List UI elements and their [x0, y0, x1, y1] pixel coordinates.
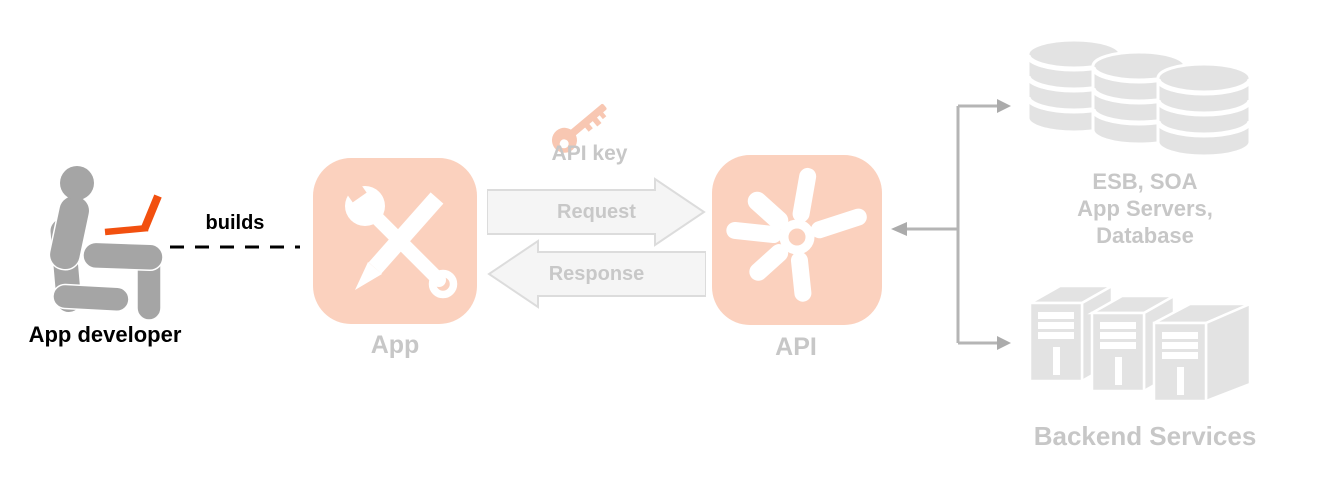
backend-services-label: Backend Services [1033, 421, 1257, 451]
app-developer-label: App developer [28, 322, 182, 347]
app-label: App [370, 331, 420, 359]
backend-connector-arrows [891, 99, 1011, 350]
person-with-laptop-icon [48, 166, 164, 321]
esb-line-2: App Servers, [1077, 196, 1213, 221]
esb-soa-label: ESB, SOA App Servers, Database [1040, 168, 1250, 249]
api-key-label: API key [551, 142, 628, 165]
api-spoke-icon [712, 155, 882, 325]
response-label: Response [548, 262, 645, 285]
esb-line-3: Database [1096, 223, 1194, 248]
response-arrow [487, 239, 706, 309]
esb-line-1: ESB, SOA [1092, 169, 1198, 194]
builds-dashed-line [170, 245, 300, 249]
server-towers-icon [1026, 283, 1252, 403]
databases-icon [1026, 38, 1253, 156]
request-label: Request [557, 200, 636, 223]
request-arrow [487, 177, 706, 247]
key-icon [551, 103, 607, 153]
api-label: API [775, 333, 817, 361]
wrench-and-pencil-icon [313, 158, 477, 324]
builds-label: builds [205, 212, 265, 234]
